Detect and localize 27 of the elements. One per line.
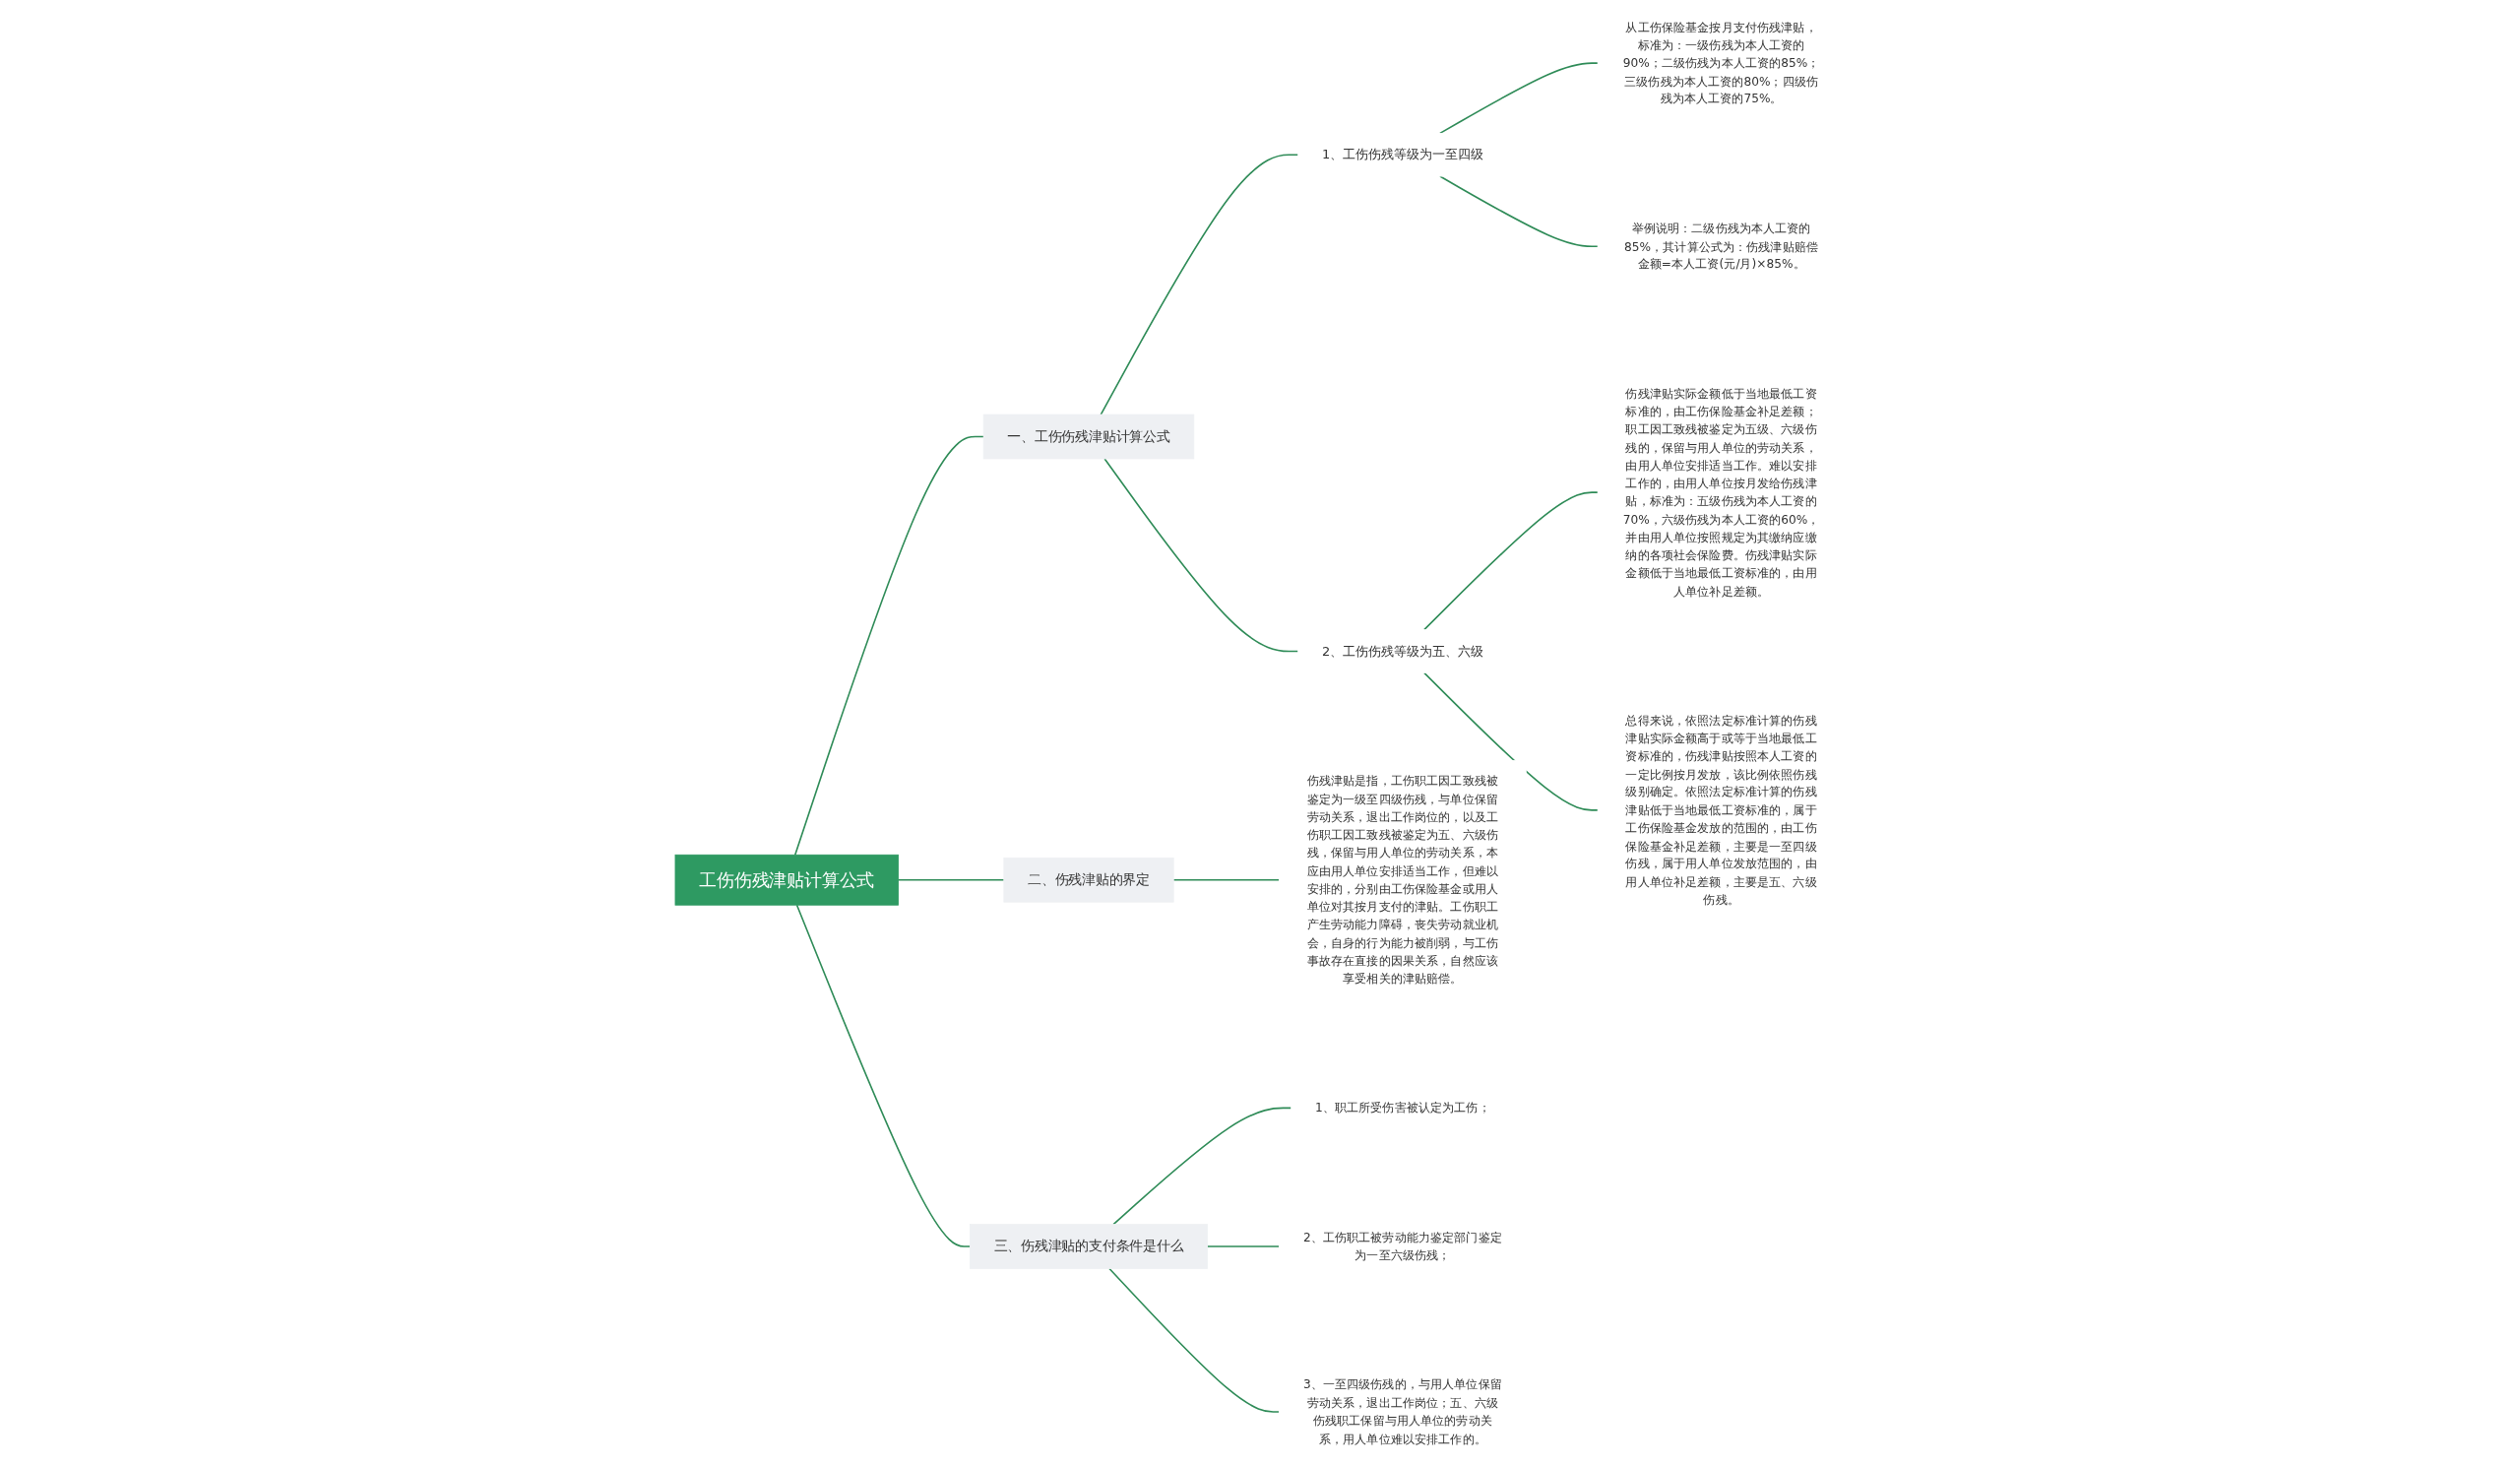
- node-box: 工伤伤残津贴计算公式: [674, 854, 899, 906]
- node-text: 总得来说，依照法定标准计算的伤残津贴实际金额高于或等于当地最低工资标准的，伤残津贴按照本人工资的一定比例按月发放，该比例依照伤残级别确定。依照法定标准计算的伤残津贴低于当地最低工资标准的，属于工伤保险基金发放的范围的，由工伤保险基金补足差额，主要是一至四级伤残，属于用人单位发放范围的，由用人单位补足差额，主要是五、六级伤残。: [1625, 713, 1817, 907]
- connector: [1422, 671, 1599, 811]
- connector: [1112, 1107, 1292, 1226]
- node-box: 二、伤残津贴的界定: [1003, 857, 1174, 903]
- node-text: 2、工伤伤残等级为五、六级: [1322, 643, 1483, 659]
- node-text: 从工伤保险基金按月支付伤残津贴，标准为：一级伤残为本人工资的90%；二级伤残为本人工资的85%；三级伤残为本人工资的80%；四级伤残为本人工资的75%。: [1622, 20, 1820, 106]
- connector: [795, 904, 972, 1247]
- node-text: 1、工伤伤残等级为一至四级: [1322, 147, 1483, 162]
- node-text: 举例说明：二级伤残为本人工资的85%，其计算公式为：伤残津贴赔偿金额=本人工资(元/月)×85%。: [1624, 221, 1819, 272]
- node-text: 1、职工所受伤害被认定为工伤；: [1315, 1100, 1490, 1115]
- connector: [1422, 491, 1599, 631]
- node-text: 2、工伤职工被劳动能力鉴定部门鉴定为一至六级伤残；: [1302, 1230, 1502, 1263]
- connector: [1100, 154, 1299, 415]
- connector: [1103, 458, 1299, 653]
- node-box: 一、工伤伤残津贴计算公式: [982, 414, 1195, 460]
- connector: [1108, 1267, 1281, 1413]
- connector: [793, 435, 984, 857]
- connector: [1439, 175, 1599, 248]
- node-box: 三、伤残津贴的支付条件是什么: [970, 1224, 1208, 1269]
- node-text: 伤残津贴实际金额低于当地最低工资标准的，由工伤保险基金补足差额；职工因工致残被鉴定为五级、六级伤残的，保留与用人单位的劳动关系，由用人单位安排适当工作。难以安排工作的，由用人单位按月发给伤残津贴，标准为：五级伤残为本人工资的70%，六级伤残为本人工资的60%，并由用人单位按照规定为其缴纳应缴纳的各项社会保险费。伤残津贴实际金额低于当地最低工资标准的，由用人单位补足差额。: [1622, 386, 1820, 599]
- node-text: 伤残津贴是指，工伤职工因工致残被鉴定为一级至四级伤残，与单位保留劳动关系，退出工作岗位的，以及工伤职工因工致残被鉴定为五、六级伤残，保留与用人单位的劳动关系，本应由用人单位安排适当工作，但难以安排的，分别由工伤保险基金或用人单位对其按月支付的津贴。工伤职工产生劳动能力障碍，丧失劳动就业机会，自身的行为能力被削弱，与工伤事故存在直接的因果关系，自然应该享受相关的津贴赔偿。: [1306, 774, 1498, 986]
- node-text: 3、一至四级伤残的，与用人单位保留劳动关系，退出工作岗位；五、六级伤残职工保留与用人单位的劳动关系，用人单位难以安排工作的。: [1302, 1377, 1502, 1446]
- connector: [1206, 1245, 1281, 1247]
- connector: [897, 878, 1005, 881]
- connector: [1439, 62, 1599, 135]
- connector: [1172, 878, 1281, 881]
